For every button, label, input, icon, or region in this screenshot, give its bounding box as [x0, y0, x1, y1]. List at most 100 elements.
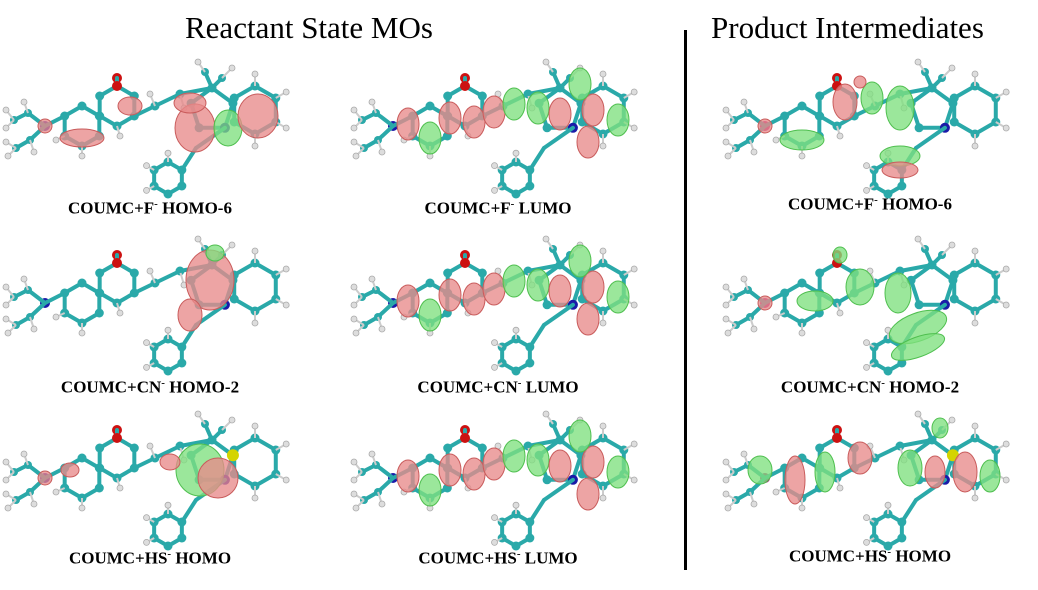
hydrogen-atom [798, 504, 806, 512]
orbital-lobe-positive [847, 441, 873, 475]
hydrogen-atom [630, 124, 638, 132]
hydrogen-atom [350, 315, 358, 323]
hydrogen-atom [750, 500, 758, 508]
carbon-atom [949, 93, 959, 103]
carbon-atom [425, 278, 435, 288]
carbon-atom [497, 358, 507, 368]
orbital-lobe-negative [884, 272, 912, 314]
hydrogen-atom [143, 339, 150, 346]
hydrogen-atom [78, 152, 86, 160]
orbital-lobe-positive [37, 470, 53, 486]
hydrogen-atom [971, 422, 979, 430]
orbital-lobe-positive [576, 477, 600, 511]
carbon-atom [229, 294, 239, 304]
carbon-atom [883, 541, 893, 551]
carbon-atom [914, 300, 924, 310]
hydrogen-atom [164, 501, 172, 509]
orbital-lobe-positive [548, 449, 572, 483]
hydrogen-atom [2, 490, 10, 498]
hydrogen-atom [948, 416, 956, 424]
hydrogen-atom [368, 450, 376, 458]
orbital-lobe-negative [897, 449, 923, 487]
hydrogen-atom [143, 363, 150, 371]
oxygen-atom [832, 433, 842, 443]
hydrogen-atom [722, 476, 730, 484]
hydrogen-atom [542, 410, 550, 418]
hydrogen-atom [740, 275, 748, 283]
orbital-lobe-positive [396, 284, 420, 318]
orbital-lobe-positive [924, 455, 946, 489]
orbital-lobe-negative [418, 121, 442, 155]
hydrogen-atom [772, 488, 780, 496]
bond [542, 477, 575, 502]
hydrogen-atom [722, 315, 730, 323]
hydrogen-atom [146, 267, 154, 275]
hydrogen-atom [4, 152, 12, 160]
mo-panel-r3c2: COUMC+HS- LUMO [348, 410, 648, 590]
hydrogen-atom [194, 410, 202, 418]
hydrogen-atom [971, 494, 979, 502]
carbon-atom [443, 268, 453, 278]
panel-caption: COUMC+HS- LUMO [418, 548, 578, 568]
hydrogen-atom [146, 442, 154, 450]
orbital-lobe-negative [885, 85, 915, 131]
carbon-atom [497, 342, 507, 352]
orbital-lobe-positive [757, 118, 773, 134]
carbon-atom [177, 358, 187, 368]
panel-caption: COUMC+HS- HOMO [788, 546, 952, 566]
hydrogen-atom [722, 124, 730, 132]
panel-caption: COUMC+F- HOMO-6 [68, 198, 232, 218]
orbital-lobe-negative [526, 91, 550, 125]
hydrogen-atom [491, 339, 498, 346]
orbital-lobe-positive [832, 83, 858, 121]
hydrogen-atom [1002, 440, 1010, 448]
carbon-atom [869, 533, 879, 543]
orbital-lobe-positive [482, 447, 506, 481]
hydrogen-atom [1002, 476, 1010, 484]
hydrogen-atom [599, 494, 607, 502]
carbon-atom [869, 517, 879, 527]
carbon-atom [797, 278, 807, 288]
hydrogen-atom [350, 138, 358, 146]
hydrogen-atom [350, 106, 358, 114]
hydrogen-atom [722, 301, 730, 309]
hydrogen-atom [836, 309, 844, 317]
hydrogen-atom [863, 538, 870, 546]
hydrogen-atom [30, 325, 38, 333]
orbital-lobe-negative [526, 443, 550, 477]
carbon-atom [60, 288, 70, 298]
orbital-lobe-positive [581, 270, 605, 304]
hydrogen-atom [863, 339, 870, 346]
carbon-atom [477, 268, 487, 278]
panel-caption: COUMC+F- LUMO [424, 198, 572, 218]
hydrogen-atom [724, 329, 732, 337]
hydrogen-atom [599, 247, 607, 255]
carbon-atom [815, 111, 825, 121]
hydrogen-atom [599, 70, 607, 78]
bond [914, 125, 947, 150]
carbon-atom [883, 366, 893, 376]
oxygen-atom [112, 433, 122, 443]
hydrogen-atom [164, 326, 172, 334]
carbon-atom [425, 101, 435, 111]
orbital-lobe-negative [568, 67, 592, 101]
carbon-atom [177, 517, 187, 527]
hydrogen-atom [599, 142, 607, 150]
hydrogen-atom [282, 265, 290, 273]
orbital-lobe-positive [438, 278, 462, 312]
carbon-atom [177, 181, 187, 191]
hydrogen-atom [143, 514, 150, 521]
hydrogen-atom [282, 124, 290, 132]
orbital-lobe-positive [237, 93, 279, 139]
hydrogen-atom [78, 504, 86, 512]
carbon-atom [511, 541, 521, 551]
mo-panel-r2c2: COUMC+CN- LUMO [348, 235, 648, 415]
mo-panel-r2c3: COUMC+CN- HOMO-2 [720, 235, 1020, 415]
hydrogen-atom [352, 152, 360, 160]
hydrogen-atom [772, 136, 780, 144]
orbital-lobe-negative [931, 417, 949, 439]
orbital-lobe-positive [462, 457, 486, 491]
hydrogen-atom [722, 490, 730, 498]
carbon-atom [77, 101, 87, 111]
hydrogen-atom [282, 301, 290, 309]
